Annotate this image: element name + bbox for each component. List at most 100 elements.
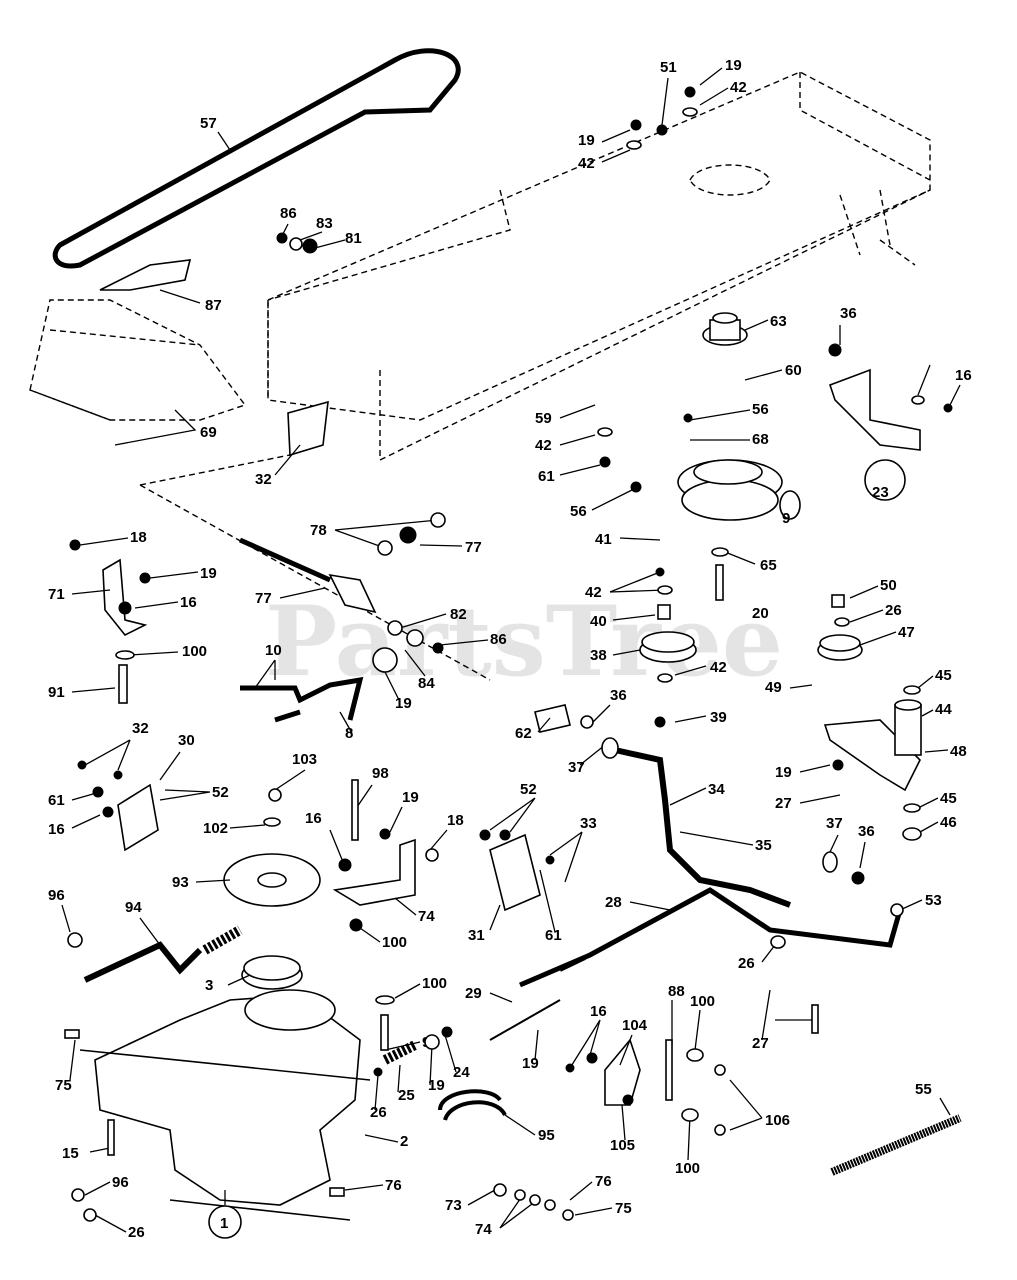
- label-23: 23: [872, 484, 889, 501]
- label-19f: 19: [428, 1077, 445, 1094]
- label-84: 88: [668, 983, 685, 1000]
- label-100d: 100: [675, 1160, 700, 1177]
- bracket-48: [823, 699, 922, 792]
- part-labels: 57 51 19 42 19 42 86 83 81 87 69 32 63 6…: [48, 57, 972, 1241]
- label-74: 73: [445, 1197, 462, 1214]
- label-29: 29: [465, 985, 482, 1002]
- label-98: 100: [382, 934, 407, 951]
- label-61b: 61: [48, 792, 65, 809]
- pulley-38: [639, 631, 697, 663]
- bracket-71: [102, 558, 148, 637]
- label-82: 77: [465, 539, 482, 556]
- label-27a: 27: [775, 795, 792, 812]
- label-75: 74: [475, 1221, 492, 1238]
- bracket-30-right: [489, 833, 541, 912]
- label-55: 55: [915, 1081, 932, 1098]
- label-100b: 100: [422, 975, 447, 992]
- label-25: 25: [398, 1087, 415, 1104]
- label-10: 10: [265, 642, 282, 659]
- label-16c: 16: [48, 821, 65, 838]
- label-42d: 42: [585, 584, 602, 601]
- label-94: 93: [172, 874, 189, 891]
- label-77a: 75: [55, 1077, 72, 1094]
- label-30b: 31: [468, 927, 485, 944]
- label-100c: 100: [690, 993, 715, 1010]
- label-78: 76: [595, 1173, 612, 1190]
- label-104: 104: [622, 1017, 648, 1034]
- pulley-47: [817, 634, 863, 661]
- label-59: 59: [535, 410, 552, 427]
- label-34: 34: [708, 781, 725, 798]
- label-41: 41: [595, 531, 612, 548]
- clutch-pulley-9: [677, 459, 801, 521]
- label-19e: 19: [402, 789, 419, 806]
- bracket-23: [828, 368, 921, 501]
- label-69: 69: [200, 424, 217, 441]
- label-32a: 32: [132, 720, 149, 737]
- label-33: 36: [840, 305, 857, 322]
- chassis-frame: [29, 71, 931, 681]
- label-9: 9: [782, 510, 790, 527]
- label-63: 63: [770, 313, 787, 330]
- label-40: 40: [590, 613, 607, 630]
- label-42e: 42: [710, 659, 727, 676]
- label-36a: 37: [568, 759, 585, 776]
- label-45b: 45: [940, 790, 957, 807]
- spring-25: [382, 1040, 418, 1065]
- label-45a: 45: [935, 667, 952, 684]
- label-16b: 16: [180, 594, 197, 611]
- label-103: 103: [292, 751, 317, 768]
- label-22: 19: [522, 1055, 539, 1072]
- label-42a: 42: [730, 79, 747, 96]
- label-30a: 30: [178, 732, 195, 749]
- label-62: 62: [515, 725, 532, 742]
- shaft-34: [534, 704, 792, 908]
- label-16a: 16: [955, 367, 972, 384]
- label-86b: 82: [450, 606, 467, 623]
- label-3: 3: [205, 977, 213, 994]
- label-26a: 26: [885, 602, 902, 619]
- label-73: 74: [418, 908, 435, 925]
- label-61a: 61: [538, 468, 555, 485]
- label-36b: 37: [826, 815, 843, 832]
- label-32b: 33: [580, 815, 597, 832]
- label-53: 53: [925, 892, 942, 909]
- idler-63: [702, 312, 748, 346]
- label-60: 60: [785, 362, 802, 379]
- label-95: 94: [125, 899, 142, 916]
- label-87a: 83: [316, 215, 333, 232]
- shaft-95: [83, 925, 243, 983]
- label-8: 8: [345, 725, 353, 742]
- label-26b: 26: [738, 955, 755, 972]
- bracket-89: [99, 259, 192, 291]
- label-77b: 76: [385, 1177, 402, 1194]
- label-50: 50: [880, 577, 897, 594]
- rod-81: [238, 537, 377, 614]
- bracket-104: [604, 1038, 641, 1106]
- label-18b: 18: [447, 812, 464, 829]
- label-68: 68: [752, 431, 769, 448]
- label-19b: 19: [578, 132, 595, 149]
- label-18a: 18: [130, 529, 147, 546]
- label-56b: 56: [570, 503, 587, 520]
- label-26d: 26: [128, 1224, 145, 1241]
- label-27b: 27: [752, 1035, 769, 1052]
- label-52a: 52: [212, 784, 229, 801]
- label-105: 105: [610, 1137, 635, 1154]
- label-88a: 86: [280, 205, 297, 222]
- label-15: 15: [62, 1145, 79, 1162]
- label-56a: 56: [752, 401, 769, 418]
- label-19c: 19: [200, 565, 217, 582]
- label-83: 78: [310, 522, 327, 539]
- label-89: 87: [205, 297, 222, 314]
- label-96a: 96: [48, 887, 65, 904]
- plate-31: [287, 400, 329, 457]
- spring-55: [830, 1114, 962, 1176]
- label-46: 46: [940, 814, 957, 831]
- label-19d: 19: [775, 764, 792, 781]
- label-24: 24: [453, 1064, 470, 1081]
- label-65: 65: [760, 557, 777, 574]
- label-19a: 19: [725, 57, 742, 74]
- leader-lines: [61, 67, 961, 1233]
